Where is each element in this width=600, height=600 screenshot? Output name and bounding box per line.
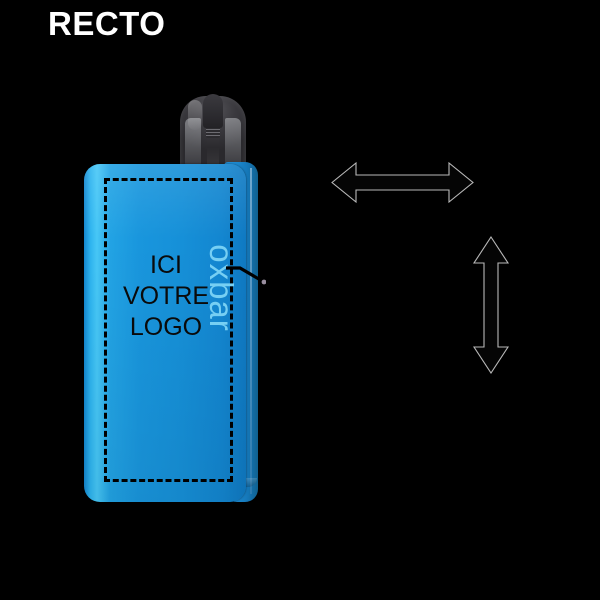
logo-line-1: ICI [150, 251, 182, 279]
print-area-outline [104, 178, 233, 482]
pod-drip-tip [203, 94, 223, 128]
logo-line-2: VOTRE [122, 282, 210, 310]
pod-coil [206, 126, 220, 138]
page-title: RECTO [48, 5, 166, 42]
device-side-seam [250, 168, 252, 494]
height-arrow [472, 235, 510, 375]
pod-mouthpiece [180, 92, 246, 170]
product-image: oxbar ICI VOTRE LOGO [84, 92, 274, 512]
device-front-face [84, 164, 246, 502]
pod-window-left [185, 118, 201, 166]
pod-window-right [225, 118, 241, 166]
logo-line-3: LOGO [129, 313, 203, 341]
pod-gloss-highlight [188, 100, 202, 130]
width-arrow [331, 161, 474, 204]
logo-placeholder-text: ICI VOTRE LOGO [90, 250, 242, 343]
